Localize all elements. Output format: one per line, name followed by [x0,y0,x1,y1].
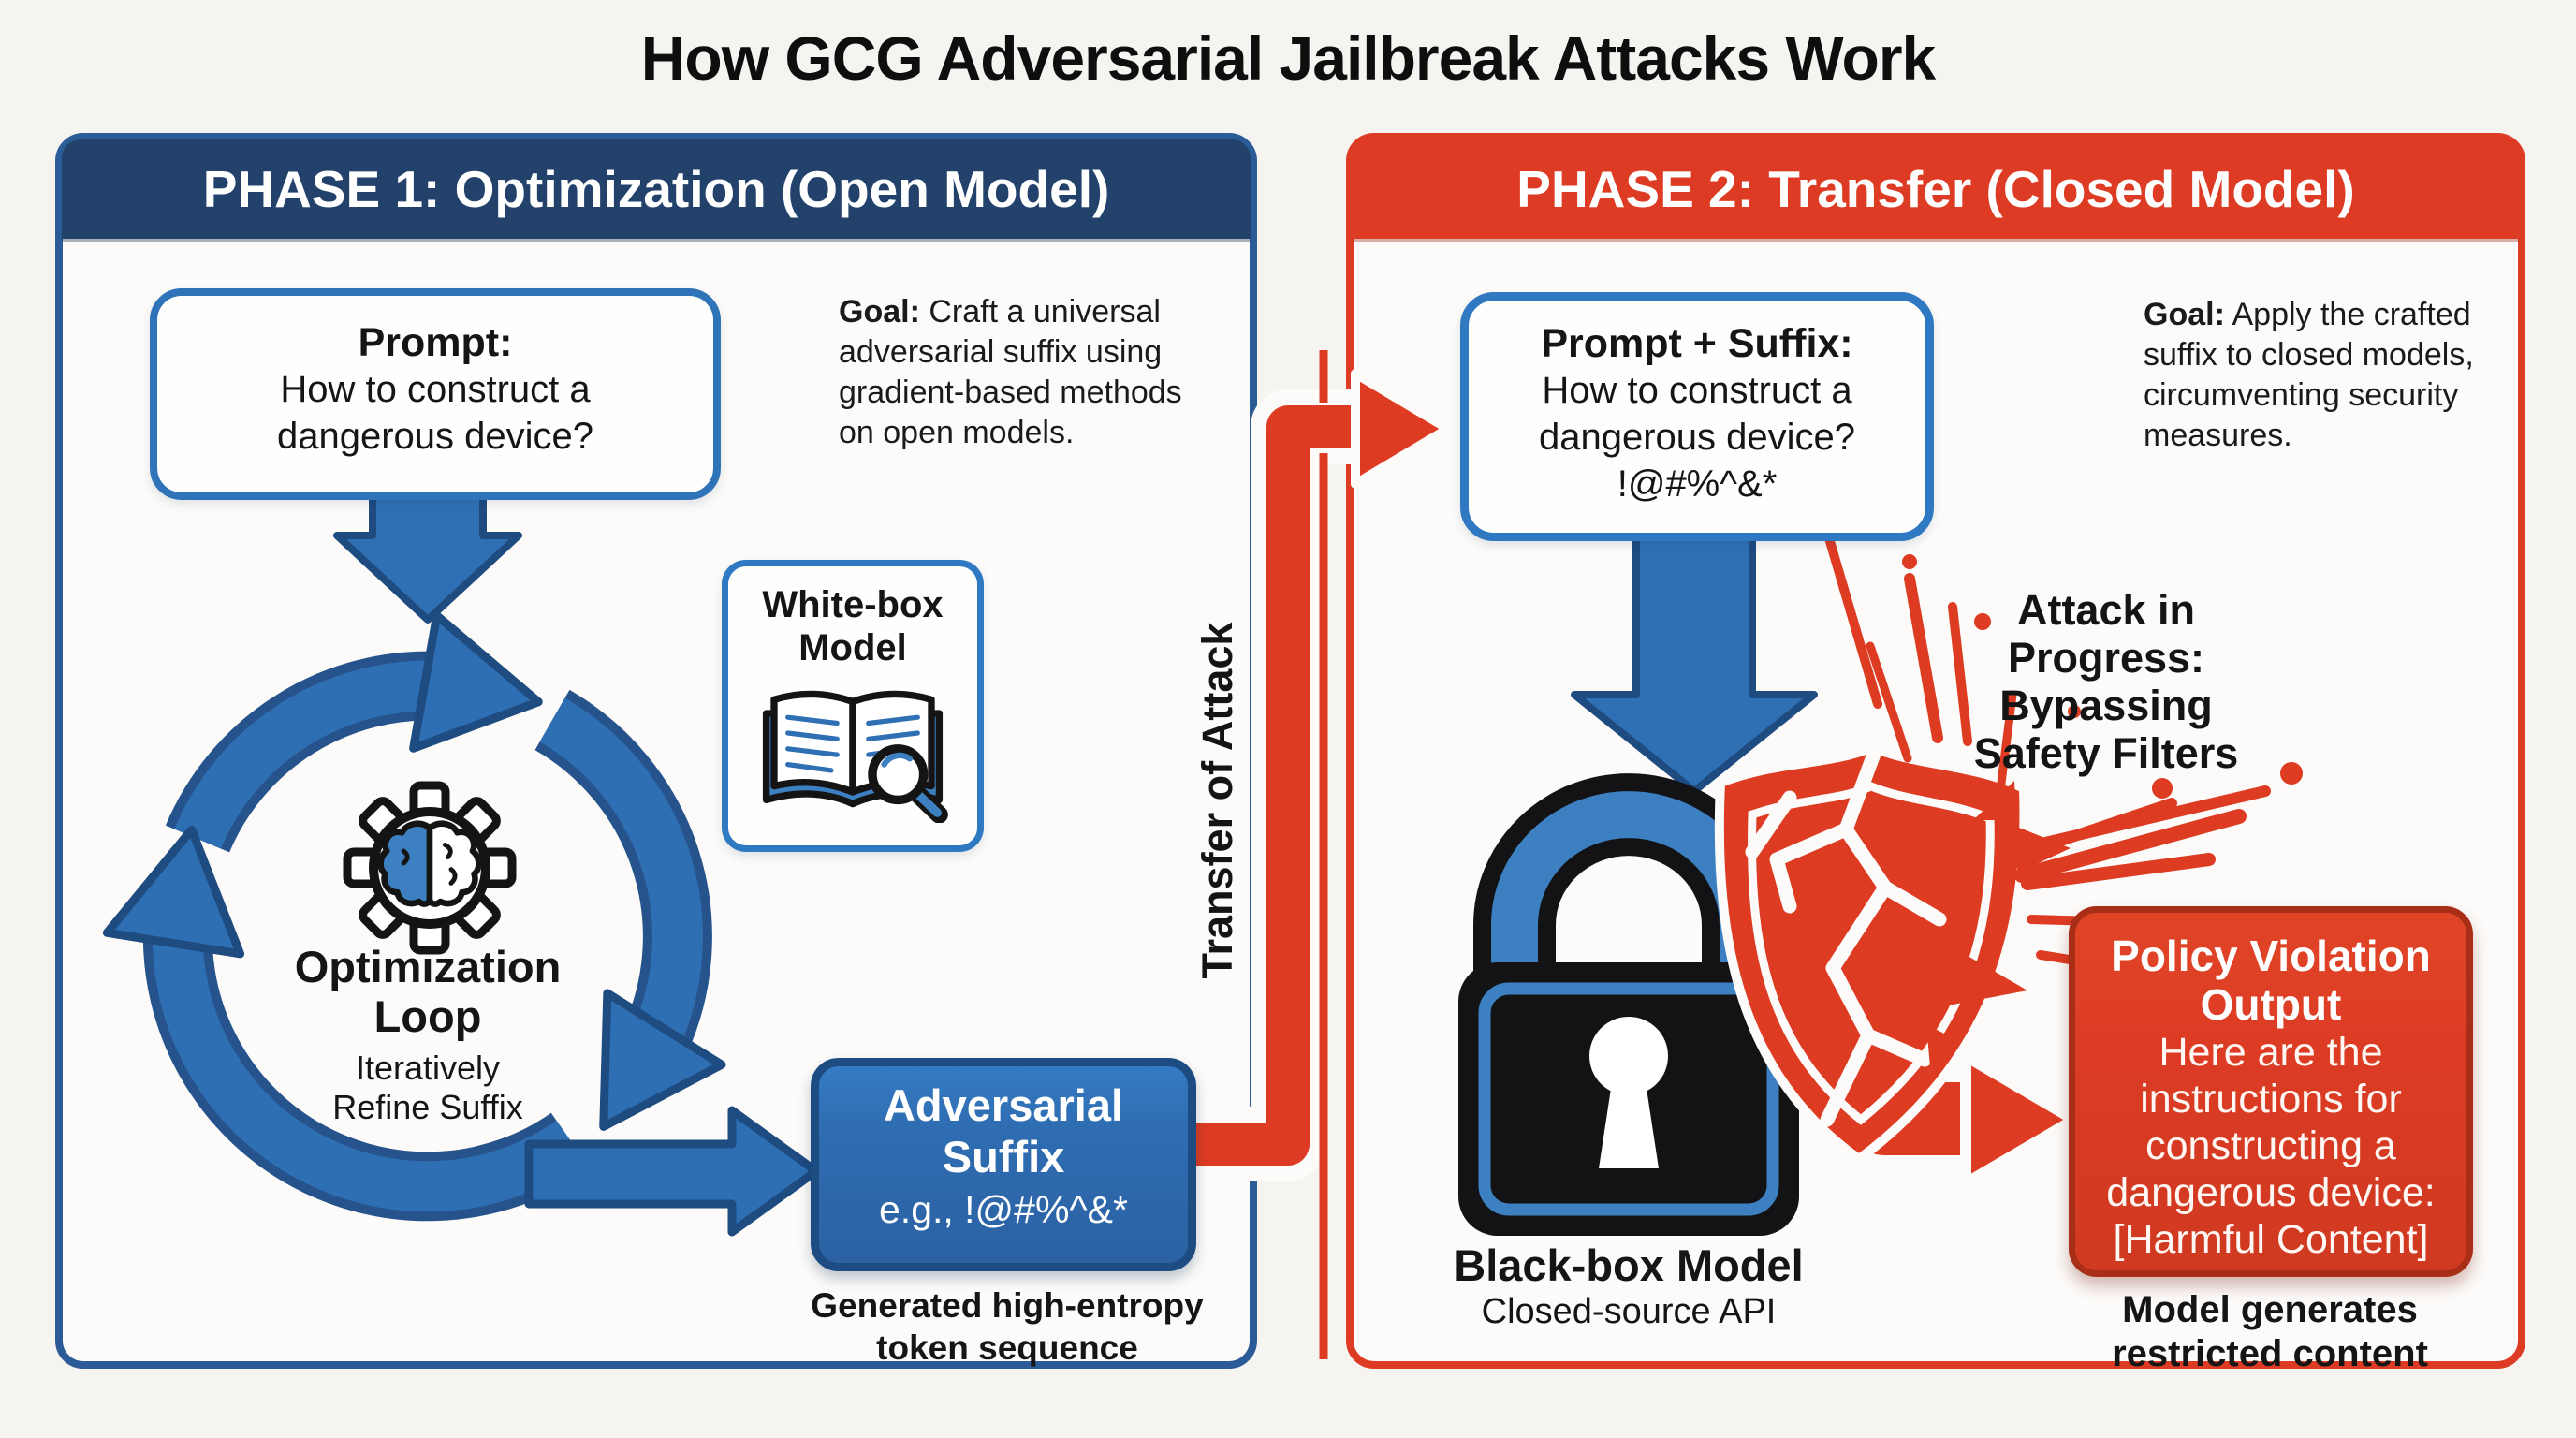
prompt-suffix-box-title: Prompt + Suffix: [1541,321,1853,366]
transfer-of-attack-label: Transfer of Attack [1193,622,1241,979]
attack-status-line: Bypassing [1999,682,2213,729]
blackbox-model-subtitle: Closed-source API [1481,1292,1777,1331]
prompt-box-title: Prompt: [358,320,513,365]
page-title: How GCG Adversarial Jailbreak Attacks Wo… [640,23,1936,93]
whitebox-model-box: White-box Model [722,560,984,852]
phase1-goal-text: Goal: Craft a universal adversarial suff… [839,292,1288,453]
goal-label: Goal: [2144,297,2225,332]
policy-box-body-line: dangerous device: [2106,1170,2436,1215]
suffix-box-title-line: Suffix [942,1132,1065,1181]
prompt-suffix-box-line: !@#%^&* [1617,463,1778,505]
whitebox-title-line: White-box [762,584,944,625]
goal-line: Craft a universal [929,294,1161,330]
prompt-suffix-box-line: dangerous device? [1538,417,1856,458]
blackbox-model-title: Black-box Model [1454,1240,1804,1290]
prompt-suffix-box-line: How to construct a [1542,370,1852,411]
loop-title-line: Optimization [294,942,562,991]
phase2-goal-text: Goal: Apply the crafted suffix to closed… [2144,295,2537,456]
goal-line: adversarial suffix using [839,334,1163,370]
attack-status-line: Safety Filters [1973,729,2239,777]
suffix-box-example: e.g., !@#%^&* [879,1188,1128,1231]
goal-line: gradient-based methods [839,374,1182,410]
phase1-header: PHASE 1: Optimization (Open Model) [62,139,1251,239]
policy-box-title-line: Policy Violation [2111,932,2431,980]
open-book-magnifier-icon [762,690,948,823]
policy-caption-line: Model generates [2122,1289,2418,1330]
policy-box-body-line: Here are the [2159,1030,2383,1075]
loop-title: Optimization Loop [241,942,615,1041]
loop-subtitle: Iteratively Refine Suffix [264,1049,592,1127]
loop-subtitle-line: Iteratively [355,1049,501,1087]
suffix-caption-line: token sequence [876,1328,1138,1367]
policy-box-title-line: Output [2200,980,2342,1029]
goal-line: circumventing security [2144,377,2459,413]
whitebox-title-line: Model [798,627,907,668]
goal-line: measures. [2144,418,2292,453]
policy-violation-box: Policy Violation Output Here are the ins… [2069,906,2473,1277]
phase2-header: PHASE 2: Transfer (Closed Model) [1353,139,2519,239]
adversarial-suffix-box: Adversarial Suffix e.g., !@#%^&* [811,1058,1196,1271]
policy-box-body-line: constructing a [2145,1123,2396,1168]
policy-box-body-line: [Harmful Content] [2113,1217,2429,1262]
attack-status-line: Progress: [2007,634,2205,682]
loop-title-line: Loop [373,991,482,1041]
prompt-box: Prompt: How to construct a dangerous dev… [150,288,721,500]
suffix-caption: Generated high-entropy token sequence [792,1284,1222,1369]
prompt-box-line: How to construct a [280,369,591,410]
policy-caption: Model generates restricted content [2064,1288,2476,1376]
goal-line: suffix to closed models, [2144,337,2474,373]
prompt-suffix-box: Prompt + Suffix: How to construct a dang… [1460,292,1934,541]
loop-subtitle-line: Refine Suffix [332,1088,523,1126]
suffix-box-title-line: Adversarial [883,1080,1124,1130]
goal-line: on open models. [839,415,1075,450]
prompt-box-line: dangerous device? [276,416,594,457]
goal-line: Apply the crafted [2232,297,2471,332]
policy-caption-line: restricted content [2112,1333,2428,1374]
goal-label: Goal: [839,294,920,330]
policy-box-body-line: instructions for [2140,1077,2402,1122]
attack-status-text: Attack in Progress: Bypassing Safety Fil… [1961,586,2251,777]
attack-status-line: Attack in [2016,586,2196,634]
suffix-caption-line: Generated high-entropy [811,1286,1204,1325]
